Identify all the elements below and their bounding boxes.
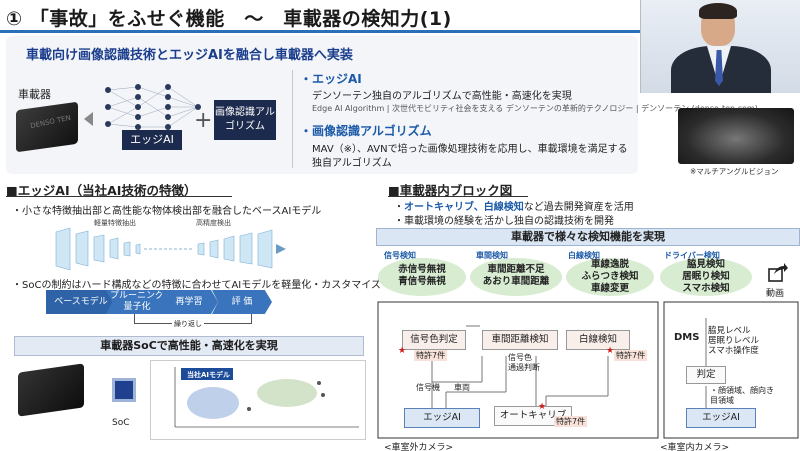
our-ai-model-badge: 当社AIモデル bbox=[187, 371, 231, 379]
comparison-chart-graphic bbox=[174, 367, 359, 428]
category-driver: ドライバー検知 bbox=[664, 251, 720, 260]
device-label: 車載器 bbox=[18, 88, 51, 101]
overview-panel bbox=[6, 36, 638, 174]
overview-subtitle: 車載向け画像認識技術とエッジAIを融合し車載器へ実装 bbox=[26, 48, 353, 63]
presenter-hair bbox=[699, 3, 737, 19]
edge-ai-bullet-1: ・小さな特徴抽出部と高性能な物体検出部を融合したベースAIモデル bbox=[12, 206, 322, 217]
multi-angle-note: ※マルチアングルビジョン bbox=[690, 167, 779, 176]
patent-star-icon: ★ bbox=[538, 402, 547, 412]
driver-detect-functions: 脇見検知 居眠り検知 スマホ検知 bbox=[660, 258, 752, 296]
edge-ai-bullet-2: ・SoCの制約はハード構成などの特徴に合わせてAIモデルを軽量化・カスタマイズ bbox=[12, 280, 381, 291]
neural-network-icon bbox=[105, 84, 201, 130]
plus-icon: + bbox=[194, 108, 213, 133]
model-comparison-chart: 当社AIモデル bbox=[150, 360, 366, 440]
dashcam-device-image bbox=[16, 101, 78, 153]
category-distance: 車間検知 bbox=[476, 251, 508, 260]
edge-ai-block: エッジAI bbox=[122, 130, 182, 150]
block-bullet-2: ・車載環境の経験を活かし独自の認識技術を開発 bbox=[394, 216, 614, 227]
presenter-tie bbox=[715, 50, 723, 86]
patent-tag: 特許7件 bbox=[414, 350, 448, 361]
feature-algorithm-desc-line1: MAV（※）、AVNで培った画像処理技術を応用し、車載環境を満足する bbox=[312, 144, 628, 155]
step-retraining: 再学習 bbox=[160, 290, 218, 314]
block-diagram bbox=[377, 301, 799, 439]
signal-color-label: 信号色 bbox=[508, 353, 532, 362]
category-lane: 白線検知 bbox=[568, 251, 600, 260]
network-architecture-diagram bbox=[55, 227, 286, 271]
inside-camera-label: <車室内カメラ> bbox=[660, 443, 730, 451]
feature-algorithm-desc-line2: 独自アルゴリズム bbox=[312, 158, 392, 169]
category-signal: 信号検知 bbox=[384, 251, 416, 260]
step-evaluation: 評 価 bbox=[212, 290, 272, 314]
pass-judge-label: 通過判断 bbox=[508, 363, 540, 372]
feature-extraction-label: 軽量特徴抽出 bbox=[94, 219, 136, 227]
page-title: ① 「事故」をふせぐ機能 ～ 車載器の検知力(1) bbox=[6, 8, 452, 30]
video-play-icon[interactable] bbox=[768, 262, 788, 282]
multi-angle-vision-image bbox=[678, 108, 794, 164]
patent-star-icon: ★ bbox=[398, 346, 407, 356]
image-recognition-algorithm-block: 画像認識アルゴリズム bbox=[214, 100, 276, 140]
section-underline bbox=[388, 196, 528, 197]
signal-detect-functions: 赤信号無視 青信号無視 bbox=[378, 258, 466, 296]
judge-box: 判定 bbox=[686, 366, 726, 384]
dashcam-device-image bbox=[18, 363, 84, 417]
edge-ai-section-heading: ■エッジAI（当社AI技術の特徴） bbox=[6, 183, 197, 198]
edge-ai-box-outside: エッジAI bbox=[404, 408, 480, 428]
step-base-model: ベースモデル bbox=[46, 290, 116, 314]
signal-color-judge-box: 信号色判定 bbox=[402, 330, 466, 350]
feature-edge-ai-heading: ・エッジAI bbox=[300, 72, 362, 86]
soc-chip-icon bbox=[112, 378, 136, 402]
soc-banner: 車載器SoCで高性能・高速化を実現 bbox=[14, 336, 364, 356]
step-pruning-quantization: プルーニング 量子化 bbox=[106, 290, 168, 314]
feature-edge-ai-desc: デンソーテン独自のアルゴリズムで高性能・高速化を実現 bbox=[312, 91, 572, 102]
bullet-highlight: オートキャリブ、白線検知 bbox=[404, 202, 524, 213]
repeat-label: 繰り返し bbox=[172, 319, 204, 329]
distance-detect-functions: 車間距離不足 あおり車間距離 bbox=[470, 258, 562, 296]
lane-detect-functions: 車線逸脱 ふらつき検知 車線変更 bbox=[566, 258, 654, 296]
block-bullet-1: ・オートキャリブ、白線検知など過去開発資産を活用 bbox=[394, 198, 634, 213]
feature-algorithm-heading: ・画像認識アルゴリズム bbox=[300, 124, 432, 138]
section-underline bbox=[6, 196, 232, 197]
title-underline bbox=[0, 30, 640, 33]
face-region-items: ・顔領域、顔向き 目領域 bbox=[710, 386, 774, 405]
dms-levels: 脇見レベル 居眠りレベル スマホ操作度 bbox=[708, 326, 760, 356]
presenter-video bbox=[640, 0, 800, 93]
dms-label: DMS bbox=[674, 332, 700, 343]
video-label[interactable]: 動画 bbox=[766, 289, 785, 299]
vehicle-label: 車両 bbox=[454, 383, 470, 392]
edge-ai-link[interactable]: Edge AI Algorithm | 次世代モビリティ社会を支える デンソーテ… bbox=[312, 104, 758, 113]
signal-machine-label: 信号機 bbox=[416, 383, 440, 392]
detection-banner: 車載器で様々な検知機能を実現 bbox=[376, 228, 800, 246]
soc-label: SoC bbox=[112, 418, 130, 428]
patent-star-icon: ★ bbox=[606, 346, 615, 356]
patent-tag: 特許7件 bbox=[614, 350, 648, 361]
divider bbox=[292, 70, 293, 168]
outside-camera-label: <車室外カメラ> bbox=[384, 443, 454, 451]
lane-detect-box: 白線検知 bbox=[566, 330, 630, 350]
patent-tag: 特許7件 bbox=[554, 416, 588, 427]
arrow-left-icon bbox=[84, 112, 93, 126]
bullet-rest: など過去開発資産を活用 bbox=[523, 202, 634, 213]
edge-ai-box-inside: エッジAI bbox=[686, 408, 756, 428]
high-accuracy-detection-label: 高精度検出 bbox=[196, 219, 231, 227]
block-diagram-heading: ■車載器内ブロック図 bbox=[388, 183, 513, 198]
bullet-prefix: ・ bbox=[394, 202, 404, 213]
distance-detect-box: 車間距離検知 bbox=[482, 330, 558, 350]
